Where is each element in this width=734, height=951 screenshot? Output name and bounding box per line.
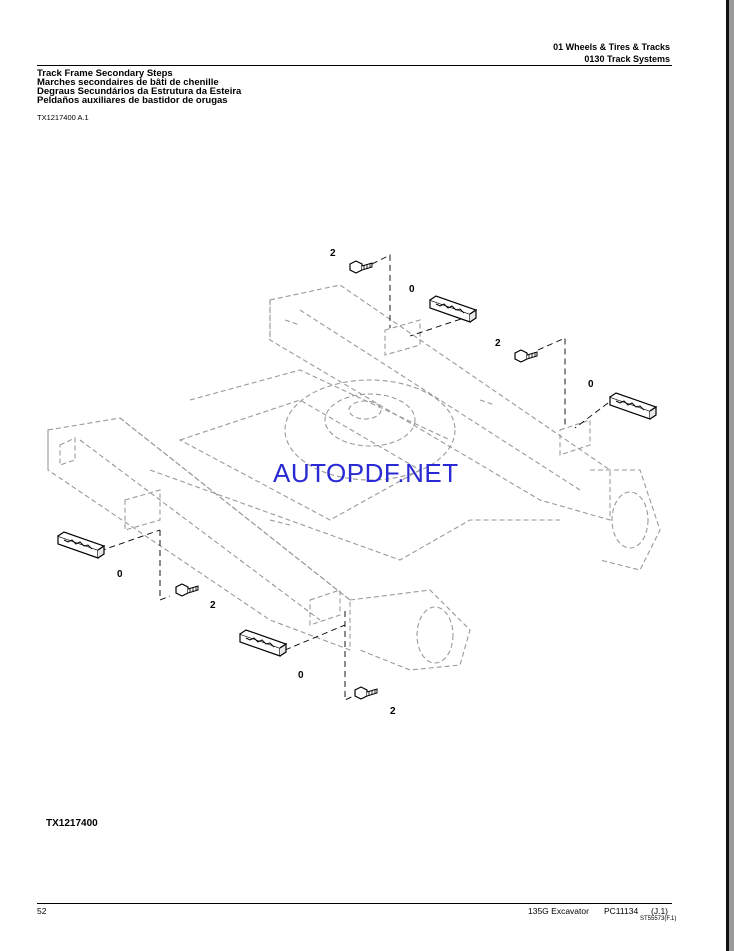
step-part-lower: [239, 629, 287, 657]
footer-revision: (J.1): [651, 906, 668, 916]
title-french: Marches secondaires de bâti de chenille: [37, 77, 219, 88]
screw-part-upper: [349, 260, 373, 274]
section-title: 01 Wheels & Tires & Tracks: [553, 42, 670, 52]
callout-step-upper: 0: [409, 284, 415, 295]
callout-step-left: 0: [117, 569, 123, 580]
watermark-text: AUTOPDF.NET: [273, 458, 459, 488]
figure-reference: TX1217400 A.1: [37, 113, 89, 122]
screw-part-left: [175, 583, 199, 597]
footer-rule: [37, 903, 672, 904]
screw-part-right: [514, 349, 538, 363]
callout-step-lower: 0: [298, 670, 304, 681]
page-number: 52: [37, 906, 47, 916]
figure-id: TX1217400: [46, 818, 98, 829]
group-title: 0130 Track Systems: [584, 54, 670, 64]
callout-screw-left: 2: [210, 600, 216, 611]
screw-part-lower: [354, 686, 378, 700]
title-english: Track Frame Secondary Steps: [37, 68, 173, 79]
callout-screw-lower: 2: [390, 706, 396, 717]
step-part-upper: [429, 295, 477, 323]
page-edge: [726, 0, 729, 951]
step-part-right: [609, 392, 657, 420]
title-portuguese: Degraus Secundários da Estrutura da Este…: [37, 86, 242, 97]
footer-code: ST55573(F.1): [640, 916, 677, 922]
header-rule: [37, 65, 672, 66]
title-spanish: Peldaños auxiliares de bastidor de oruga…: [37, 95, 228, 106]
callout-screw-upper: 2: [330, 248, 336, 259]
page-shadow: [729, 0, 734, 951]
footer-model: 135G Excavator: [528, 906, 589, 916]
callout-screw-right: 2: [495, 338, 501, 349]
footer-catalog: PC11134: [604, 906, 639, 916]
step-part-left: [57, 531, 105, 559]
callout-step-right: 0: [588, 379, 594, 390]
